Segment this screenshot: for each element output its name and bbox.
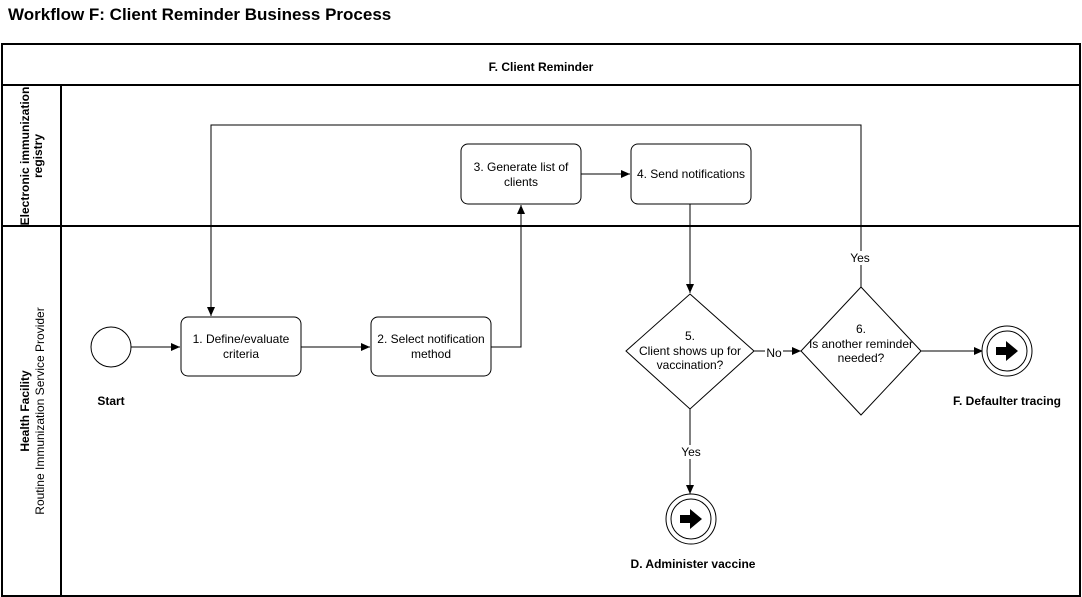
task-3-generate-list[interactable]: 3. Generate list of clients <box>460 143 582 205</box>
task-1-line1: 1. Define/evaluate <box>193 332 290 346</box>
edge-gateway6-yes-loop <box>207 124 862 316</box>
gateway-5-client-shows-up[interactable]: 5. Client shows up for vaccination? <box>625 293 755 410</box>
task-1-line2: criteria <box>223 347 259 361</box>
start-event[interactable] <box>90 326 132 368</box>
end-label-defaulter-tracing: F. Defaulter tracing <box>953 394 1061 408</box>
task-3-line2: clients <box>504 175 538 189</box>
lane-health-facility-line1: Health Facility <box>18 370 32 452</box>
end-event-administer-vaccine[interactable] <box>665 493 717 545</box>
pool <box>1 43 1081 597</box>
gateway-6-line2: Is another reminder <box>809 337 913 351</box>
task-2-line2: method <box>411 347 451 361</box>
task-2-select-method[interactable]: 2. Select notification method <box>370 316 492 377</box>
arrow-right-icon <box>996 341 1018 361</box>
lane-registry-line1: Electronic immunization <box>18 87 32 226</box>
task-1-define-criteria[interactable]: 1. Define/evaluate criteria <box>180 316 302 377</box>
edge-label-yes-loop: Yes <box>850 251 870 265</box>
task-2-line1: 2. Select notification <box>377 332 484 346</box>
arrow-right-icon <box>680 509 702 529</box>
pool-title: F. Client Reminder <box>489 60 594 74</box>
lane-registry-line2: registry <box>31 134 45 178</box>
edge-label-no: No <box>766 346 782 360</box>
gateway-5-line2: Client shows up for <box>639 344 741 358</box>
end-event-defaulter-tracing[interactable] <box>981 325 1033 377</box>
gateway-6-line1: 6. <box>856 322 866 336</box>
gateway-6-another-reminder[interactable]: 6. Is another reminder needed? <box>800 286 922 416</box>
end-label-administer-vaccine: D. Administer vaccine <box>631 557 756 571</box>
gateway-5-line1: 5. <box>685 329 695 343</box>
start-label: Start <box>97 394 124 408</box>
gateway-5-line3: vaccination? <box>657 358 724 372</box>
lane-health-facility-line2: Routine Immunization Service Provider <box>33 307 47 514</box>
task-3-line1: 3. Generate list of <box>474 160 569 174</box>
task-4-line1: 4. Send notifications <box>637 167 745 181</box>
lane-registry-label: Electronic immunization registry <box>18 87 45 226</box>
page-title: Workflow F: Client Reminder Business Pro… <box>8 5 392 24</box>
edge-task2-to-task3 <box>491 205 525 348</box>
gateway-6-line3: needed? <box>838 351 885 365</box>
task-4-send-notifications[interactable]: 4. Send notifications <box>630 143 752 205</box>
lane-health-facility-label: Health Facility Routine Immunization Ser… <box>18 307 47 514</box>
edge-label-yes-down: Yes <box>681 445 701 459</box>
